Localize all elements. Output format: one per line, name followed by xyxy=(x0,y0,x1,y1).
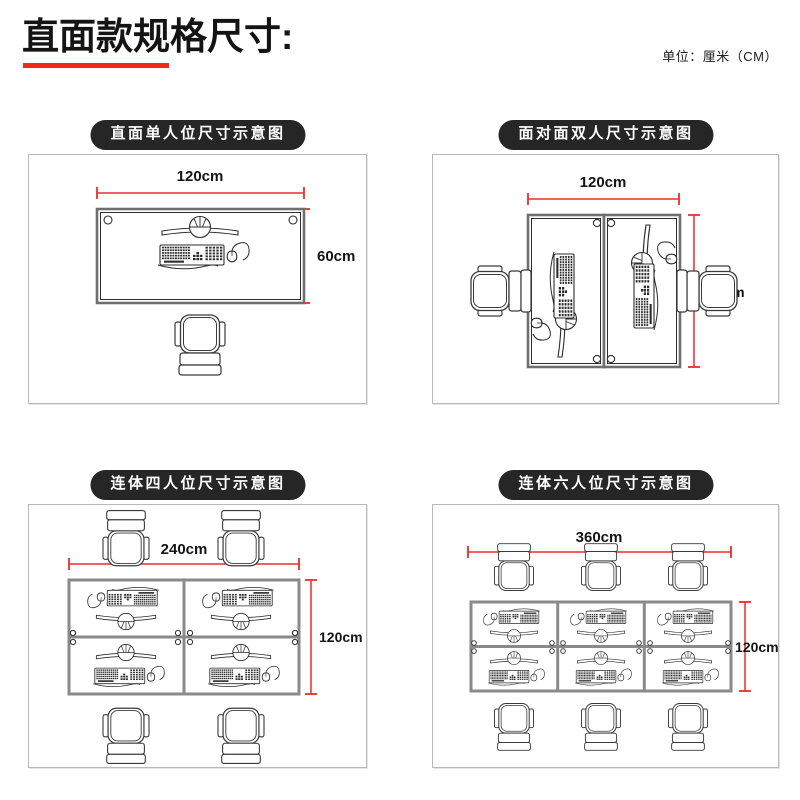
chair-icon xyxy=(493,543,535,591)
chair-icon xyxy=(102,509,150,567)
chair-icon xyxy=(580,703,622,751)
dimension-width-label: 360cm xyxy=(576,529,623,546)
dimension-width-single: 120cm xyxy=(96,168,305,199)
grommet-hole xyxy=(592,354,602,364)
keyboard-icon xyxy=(221,586,275,607)
panel-six-seat-diagram: 360cm 120cm xyxy=(432,504,779,768)
dimension-width-label: 240cm xyxy=(161,541,208,558)
dimension-depth-four: 120cm xyxy=(305,579,363,695)
keyboard-icon xyxy=(498,608,541,624)
grommet-hole xyxy=(592,218,602,228)
grommet-hole xyxy=(606,354,616,364)
chair-icon xyxy=(217,707,265,765)
chair-icon xyxy=(580,543,622,591)
dimension-width-double: 120cm xyxy=(527,174,680,205)
keyboard-icon xyxy=(672,608,715,624)
chair-icon xyxy=(667,703,709,751)
dimension-depth-label: 120cm xyxy=(319,629,363,645)
panel-double-seat-diagram: 120cm 120cm xyxy=(432,154,779,404)
chair-icon xyxy=(667,543,709,591)
page-header: 直面款规格尺寸: 单位：厘米（CM） xyxy=(0,0,800,100)
unit-note: 单位：厘米（CM） xyxy=(662,49,778,64)
keyboard-icon xyxy=(585,608,628,624)
keyboard-icon xyxy=(207,667,261,688)
chair-icon xyxy=(470,265,532,317)
title-underline-accent xyxy=(23,63,169,68)
keyboard-icon xyxy=(157,244,225,270)
dimension-depth-six: 120cm xyxy=(735,601,778,692)
keyboard-icon xyxy=(487,670,530,686)
panel-four-seat-diagram: 240cm 120cm xyxy=(28,504,367,768)
grommet-hole xyxy=(288,215,298,225)
keyboard-icon xyxy=(106,586,160,607)
grommet-hole xyxy=(606,218,616,228)
dimension-width-label: 120cm xyxy=(177,168,224,185)
panel-four-seat-label: 连体四人位尺寸示意图 xyxy=(90,470,306,500)
keyboard-icon xyxy=(633,263,659,331)
chair-icon xyxy=(493,703,535,751)
dimension-width-four: 240cm xyxy=(68,541,300,570)
panel-double-seat-label: 面对面双人尺寸示意图 xyxy=(498,120,714,150)
chair-icon xyxy=(102,707,150,765)
chair-icon xyxy=(217,509,265,567)
panel-single-seat-label: 直面单人位尺寸示意图 xyxy=(90,120,306,150)
keyboard-icon xyxy=(549,251,575,319)
page-title: 直面款规格尺寸: xyxy=(22,16,294,57)
keyboard-icon xyxy=(92,667,146,688)
panel-single-seat-diagram: 120cm 60cm xyxy=(28,154,367,404)
panel-six-seat-label: 连体六人位尺寸示意图 xyxy=(498,470,714,500)
dimension-depth-single: 60cm xyxy=(298,208,355,304)
dimension-depth-label: 120cm xyxy=(735,639,778,655)
keyboard-icon xyxy=(574,670,617,686)
dimension-depth-label: 60cm xyxy=(317,248,355,265)
keyboard-icon xyxy=(661,670,704,686)
dimension-width-label: 120cm xyxy=(580,174,627,191)
chair-icon xyxy=(676,265,738,317)
chair-icon xyxy=(174,314,226,376)
grommet-hole xyxy=(103,215,113,225)
